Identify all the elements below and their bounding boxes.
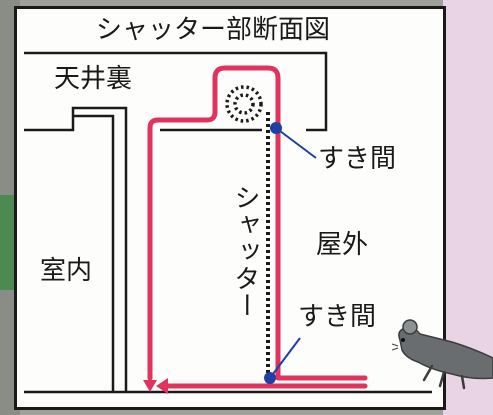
label-gap-top: すき間 — [318, 144, 397, 174]
left-wall-inner — [73, 114, 115, 392]
label-gap-bottom: すき間 — [298, 302, 377, 332]
diagram-card — [14, 6, 446, 410]
label-indoor: 室内 — [40, 256, 93, 286]
gap-pointer-bottom — [269, 337, 301, 379]
gap-pointer-top — [275, 127, 317, 159]
label-shutter: シャッター — [230, 184, 260, 319]
label-ceiling: 天井裏 — [54, 64, 133, 94]
shutter-coil-icon — [225, 85, 263, 123]
mouse-icon — [392, 319, 493, 390]
gap-markers — [264, 122, 317, 384]
airflow-arrow-down — [143, 380, 157, 392]
airflow-path — [147, 65, 368, 389]
left-wall-outer — [24, 106, 128, 392]
diagram-title: シャッター部断面図 — [96, 15, 331, 45]
label-outdoor: 屋外 — [316, 230, 369, 260]
ceiling-line — [24, 51, 328, 132]
airflow-arrow-left — [156, 378, 168, 394]
structure-lines — [24, 51, 432, 394]
